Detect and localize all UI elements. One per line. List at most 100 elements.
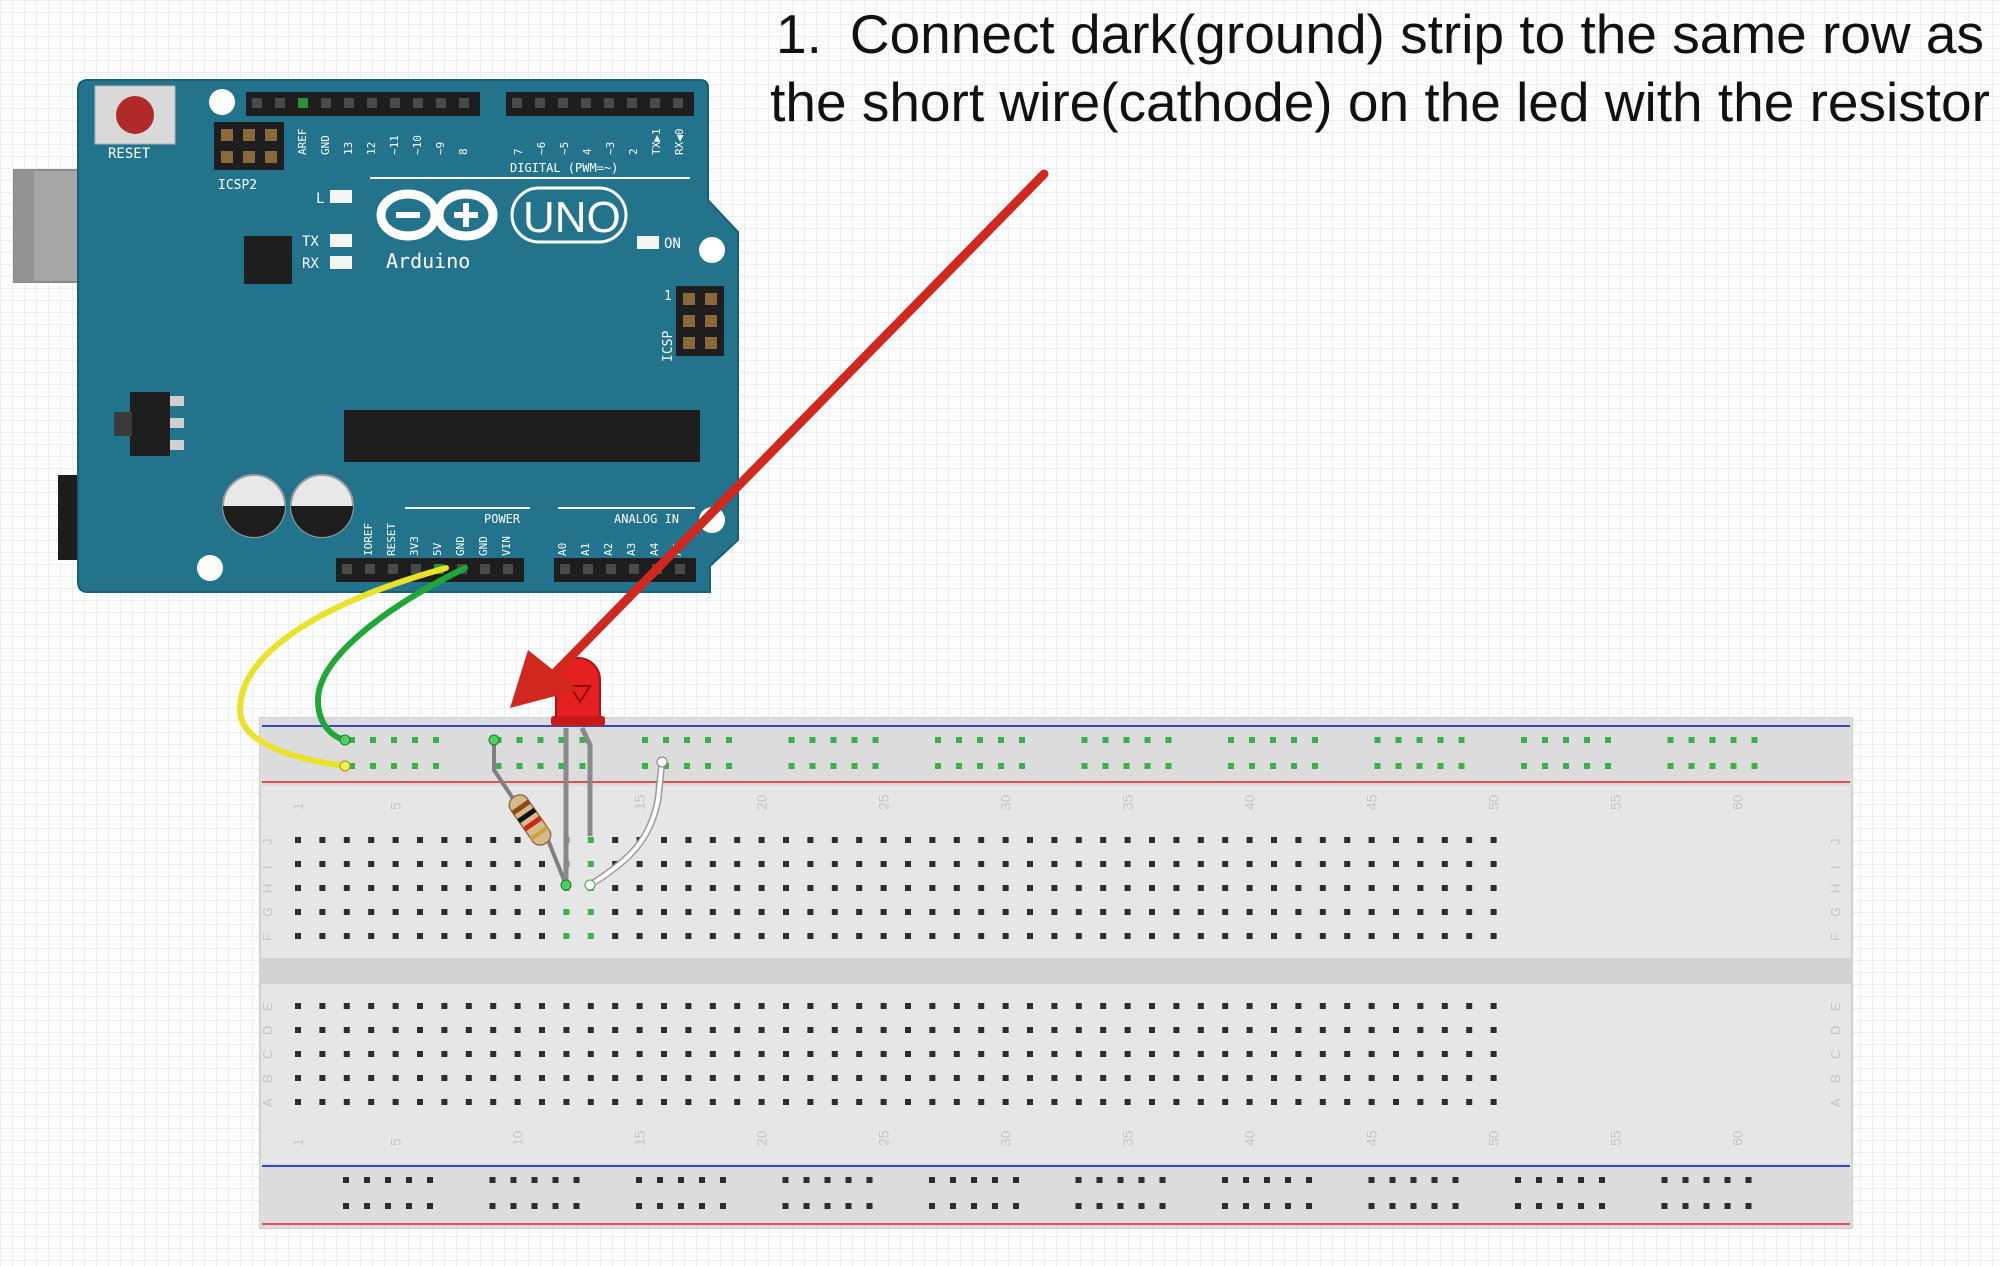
breadboard-hole [880, 1003, 887, 1009]
breadboard-hole [1271, 1003, 1277, 1009]
pin-label: RX◀0 [673, 129, 686, 156]
breadboard-hole [929, 1075, 936, 1081]
breadboard-hole [368, 933, 375, 939]
breadboard-hole [831, 1027, 838, 1033]
rail-hole [1222, 1177, 1228, 1183]
breadboard-hole [1271, 1051, 1277, 1057]
header-pin [604, 98, 614, 108]
row-letter: J [1828, 839, 1843, 846]
breadboard-hole [343, 885, 350, 891]
rail-hole [573, 1203, 580, 1209]
breadboard-hole [1466, 1003, 1473, 1009]
breadboard-hole [685, 1099, 692, 1105]
rail-hole [830, 763, 837, 769]
breadboard-hole [953, 885, 960, 891]
rail-hole [684, 763, 690, 769]
column-number: 5 [388, 1138, 404, 1146]
breadboard-hole [1466, 885, 1473, 891]
breadboard-hole [661, 861, 667, 867]
rail-hole [1389, 1203, 1396, 1209]
breadboard-hole [1295, 933, 1302, 939]
rail-hole [1374, 737, 1381, 743]
rail-hole [699, 1203, 705, 1209]
breadboard-hole [953, 861, 960, 867]
row-letter: E [1828, 1002, 1843, 1011]
breadboard-hole [1441, 1051, 1448, 1057]
brand-name: Arduino [386, 249, 470, 273]
rail-hole [803, 1203, 810, 1209]
breadboard-hole [734, 909, 741, 915]
rail-hole [427, 1177, 433, 1183]
breadboard-hole [392, 1075, 399, 1081]
rail-hole [929, 1203, 935, 1209]
breadboard-hole [1490, 933, 1497, 939]
breadboard-hole [490, 1051, 497, 1057]
breadboard-hole [1124, 1003, 1131, 1009]
led-red [551, 657, 605, 726]
rail-hole [433, 737, 439, 743]
breadboard-hole [1490, 885, 1497, 891]
rail-hole [1243, 1177, 1249, 1183]
rail-hole [489, 1203, 496, 1209]
breadboard-hole [1149, 1003, 1155, 1009]
breadboard-hole [1222, 1051, 1229, 1057]
breadboard-hole [417, 861, 423, 867]
breadboard-hole [539, 933, 545, 939]
breadboard-hole [1075, 1075, 1082, 1081]
rail-hole [1368, 1177, 1375, 1183]
breadboard-hole [1100, 1051, 1107, 1057]
pin-label: ~9 [434, 142, 447, 155]
breadboard-hole [295, 1075, 301, 1081]
breadboard-hole [685, 885, 692, 891]
breadboard-hole [587, 933, 594, 939]
rail-hole [1515, 1177, 1521, 1183]
breadboard-hole [1319, 885, 1326, 891]
column-number: 35 [1120, 1130, 1136, 1146]
breadboard-hole [929, 933, 936, 939]
breadboard-hole [831, 909, 838, 915]
breadboard-hole [905, 1051, 911, 1057]
breadboard-hole [1441, 1075, 1448, 1081]
column-number: 5 [388, 802, 404, 810]
rail-hole [1521, 737, 1527, 743]
breadboard-hole [1490, 1051, 1497, 1057]
breadboard-hole [783, 933, 789, 939]
breadboard-hole [929, 885, 936, 891]
breadboard-hole [880, 885, 887, 891]
breadboard-hole [685, 1075, 692, 1081]
breadboard-hole [807, 1075, 814, 1081]
breadboard-hole [1393, 837, 1399, 843]
instruction-number: 1. [775, 3, 822, 65]
breadboard-hole [1002, 885, 1009, 891]
breadboard-hole [1417, 837, 1424, 843]
breadboard-hole [905, 1075, 911, 1081]
header-pin [503, 564, 513, 574]
breadboard-hole [1075, 1003, 1082, 1009]
breadboard-hole [587, 837, 594, 843]
led-leg-anode [579, 726, 593, 836]
rail-hole [385, 1177, 391, 1183]
rail-hole [579, 763, 586, 769]
rail-hole [433, 763, 439, 769]
breadboard-hole [563, 1075, 570, 1081]
pin-label: AREF [296, 129, 309, 156]
breadboard-hole [1417, 933, 1424, 939]
breadboard-hole [807, 1051, 814, 1057]
board-name: UNO [523, 193, 621, 242]
breadboard-hole [295, 1027, 301, 1033]
breadboard-hole [1124, 909, 1131, 915]
row-letter: H [1828, 884, 1843, 893]
rail-hole [406, 1203, 412, 1209]
breadboard-hole [612, 1003, 619, 1009]
rail-hole [1724, 1177, 1731, 1183]
reset-button[interactable] [94, 85, 176, 145]
breadboard-hole [880, 1099, 887, 1105]
rail-hole [1437, 763, 1444, 769]
breadboard-hole [1295, 1051, 1302, 1057]
breadboard-hole [831, 1003, 838, 1009]
breadboard-hole [1222, 1075, 1229, 1081]
breadboard-hole [1271, 933, 1277, 939]
rail-hole [1709, 763, 1716, 769]
breadboard-hole [587, 1051, 594, 1057]
column-number: 20 [754, 794, 770, 810]
